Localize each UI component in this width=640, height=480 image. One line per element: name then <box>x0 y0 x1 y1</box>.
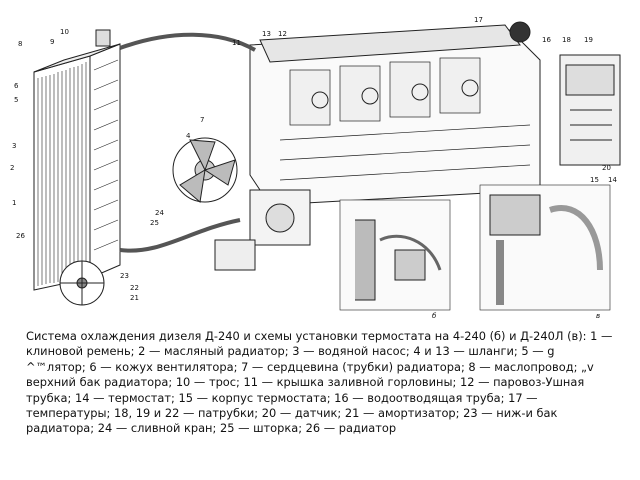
callout-5: 5 <box>14 96 18 104</box>
engine-block <box>249 24 541 206</box>
callout-2: 2 <box>10 164 14 172</box>
coolant-pipes <box>119 32 256 253</box>
view-label-b: б <box>432 312 437 320</box>
callout-3: 3 <box>12 142 16 150</box>
callout-22: 22 <box>130 284 139 292</box>
callout-25: 25 <box>150 219 159 227</box>
callout-26: 26 <box>16 232 25 240</box>
callout-4: 4 <box>186 132 191 140</box>
water-pump <box>214 189 311 271</box>
radiator <box>33 29 121 291</box>
callout-10: 10 <box>60 28 69 36</box>
callout-21: 21 <box>130 294 139 302</box>
callout-9: 9 <box>50 38 54 46</box>
view-label-v: в <box>596 312 600 320</box>
callout-labels: 8 10 9 6 5 3 2 1 11 13 12 17 16 18 19 20… <box>10 16 617 320</box>
callout-11: 11 <box>232 39 241 47</box>
cooling-system-diagram: 8 10 9 6 5 3 2 1 11 13 12 17 16 18 19 20… <box>10 16 621 320</box>
thermostat-detail-b <box>339 199 451 311</box>
callout-7: 7 <box>200 116 204 124</box>
callout-15: 15 <box>590 176 599 184</box>
temperature-gauge-icon <box>509 21 531 43</box>
callout-1: 1 <box>12 199 16 207</box>
fan <box>172 137 238 203</box>
callout-23: 23 <box>120 272 129 280</box>
callout-18: 18 <box>562 36 571 44</box>
fan-detail <box>59 260 105 306</box>
callout-12: 12 <box>278 30 287 38</box>
callout-17: 17 <box>474 16 483 24</box>
diagram-canvas: 8 10 9 6 5 3 2 1 11 13 12 17 16 18 19 20… <box>10 16 621 320</box>
thermostat-detail-v <box>479 184 611 311</box>
callout-6: 6 <box>14 82 19 90</box>
callout-20: 20 <box>602 164 611 172</box>
callout-14: 14 <box>608 176 617 184</box>
right-assembly <box>559 54 621 166</box>
callout-8: 8 <box>18 40 22 48</box>
callout-19: 19 <box>584 36 593 44</box>
callout-13: 13 <box>262 30 271 38</box>
callout-24: 24 <box>155 209 164 217</box>
callout-16: 16 <box>542 36 551 44</box>
figure-caption: Система охлаждения дизеля Д-240 и схемы … <box>26 329 613 436</box>
